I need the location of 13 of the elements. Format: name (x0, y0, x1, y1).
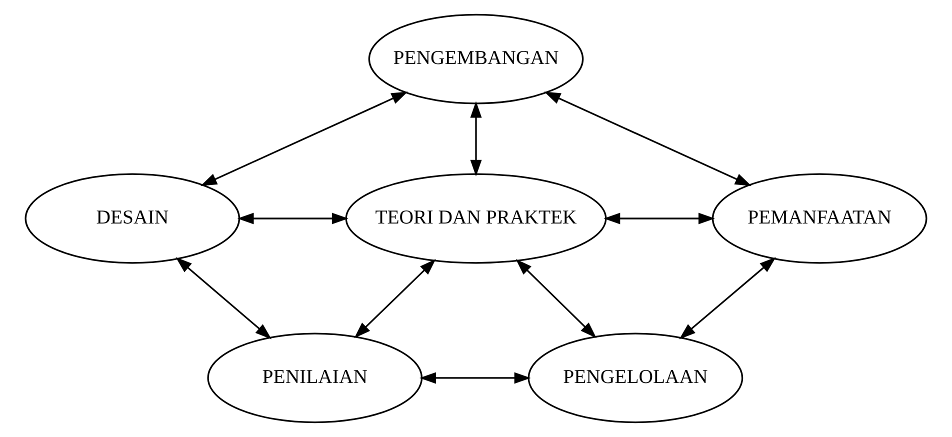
arrow (516, 259, 597, 338)
arrow (176, 257, 272, 340)
node-ellipse: TEORI DAN PRAKTEK (345, 173, 607, 264)
arrow (679, 257, 776, 340)
arrow (419, 372, 531, 384)
arrow (237, 212, 348, 224)
node-ellipse: PENGELOLAAN (528, 332, 744, 424)
arrow (604, 212, 715, 224)
arrow (544, 92, 752, 186)
arrow (470, 101, 482, 176)
node-ellipse: PENILAIAN (207, 332, 423, 424)
arrow (354, 259, 436, 338)
arrow (200, 92, 408, 186)
